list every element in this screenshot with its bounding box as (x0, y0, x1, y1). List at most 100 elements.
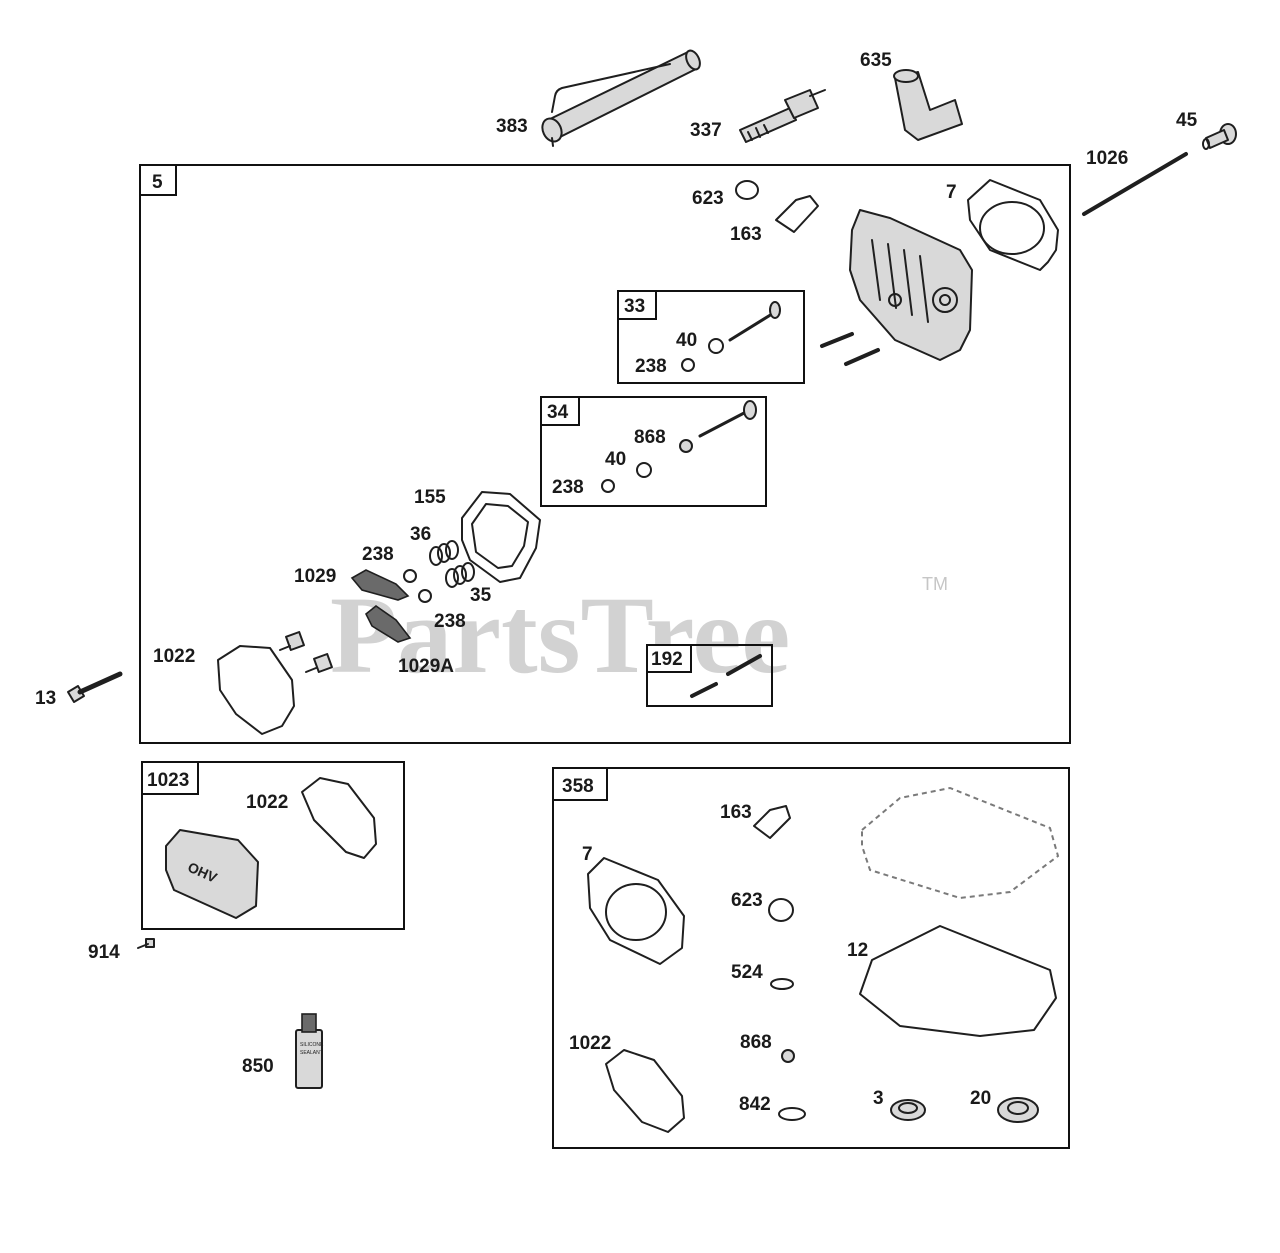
valve-cover-gasket-1023-part[interactable] (301, 777, 377, 859)
kit-seat-868-part[interactable] (781, 1049, 795, 1063)
part-623-label[interactable]: 623 (692, 188, 724, 209)
assembly-1023-label[interactable]: 1023 (147, 770, 189, 791)
kit-12-label[interactable]: 12 (847, 940, 868, 961)
assembly-33-tag (617, 290, 657, 320)
part-238b-label[interactable]: 238 (434, 611, 466, 632)
sealant-tube-part[interactable]: SILICONE SEALANT (295, 1013, 324, 1089)
kit-oil-seal-3-part[interactable] (890, 1099, 926, 1121)
head-bolt-part[interactable] (67, 671, 123, 703)
part-914-label[interactable]: 914 (88, 942, 120, 963)
assembly-5-frame (139, 164, 1071, 744)
rocker-stud-192-part[interactable] (690, 654, 762, 698)
part-1029-label[interactable]: 1029 (294, 566, 336, 587)
part-34-868-label[interactable]: 868 (634, 427, 666, 448)
part-383-label[interactable]: 383 (496, 116, 528, 137)
assembly-192-label[interactable]: 192 (651, 649, 683, 670)
spark-plug-boot-part[interactable] (893, 69, 963, 141)
kit-3-label[interactable]: 3 (873, 1088, 884, 1109)
part-850-label[interactable]: 850 (242, 1056, 274, 1077)
kit-842-label[interactable]: 842 (739, 1094, 771, 1115)
part-45-label[interactable]: 45 (1176, 110, 1198, 131)
cylinder-head-part[interactable] (849, 209, 973, 361)
assembly-192-frame (646, 644, 773, 707)
assembly-358-tag (552, 767, 608, 801)
part-34-238-label[interactable]: 238 (552, 477, 584, 498)
rocker-studs-part[interactable] (279, 631, 333, 673)
kit-intake-gasket-part[interactable] (753, 805, 791, 839)
screw-part[interactable] (137, 938, 155, 949)
kit-623-label[interactable]: 623 (731, 890, 763, 911)
assembly-33-label[interactable]: 33 (624, 296, 645, 317)
part-337-label[interactable]: 337 (690, 120, 722, 141)
push-rod-part[interactable] (1082, 152, 1188, 216)
part-36-label[interactable]: 36 (410, 524, 431, 545)
rocker-arm-part[interactable] (350, 569, 410, 601)
tube-text-2: SEALANT (300, 1050, 323, 1056)
dipstick-tube-part[interactable] (539, 48, 703, 147)
kit-oil-seal-20-part[interactable] (997, 1097, 1039, 1123)
exhaust-valve-part[interactable] (698, 400, 757, 438)
part-33-40-label[interactable]: 40 (676, 330, 697, 351)
kit-crankcase-gasket-part[interactable] (859, 925, 1057, 1037)
assembly-5-tag (139, 164, 177, 196)
valve-spring-36-part[interactable] (429, 540, 459, 566)
kit-524-label[interactable]: 524 (731, 962, 763, 983)
valve-keeper-34-part[interactable] (601, 479, 615, 493)
valve-keeper-33-part[interactable] (681, 358, 695, 372)
assembly-34-label[interactable]: 34 (547, 402, 569, 423)
part-13-label[interactable]: 13 (35, 688, 56, 709)
assembly-1023-frame (141, 761, 405, 930)
part-34-40-label[interactable]: 40 (605, 449, 626, 470)
assembly-358-frame (552, 767, 1070, 1149)
part-635-label[interactable]: 635 (860, 50, 892, 71)
head-bolts-part[interactable] (820, 332, 880, 366)
keeper-lower-part[interactable] (418, 589, 432, 603)
rocker-housing-part[interactable] (461, 491, 541, 583)
assembly-192-tag (646, 644, 692, 673)
kit-seal-842-part[interactable] (778, 1107, 806, 1121)
part-1022b-label[interactable]: 1022 (246, 792, 288, 813)
kit-1022-label[interactable]: 1022 (569, 1033, 611, 1054)
assembly-33-frame (617, 290, 805, 384)
assembly-1023-tag (141, 761, 199, 795)
part-238a-label[interactable]: 238 (362, 544, 394, 565)
part-1026-label[interactable]: 1026 (1086, 148, 1128, 169)
part-33-238-label[interactable]: 238 (635, 356, 667, 377)
valve-seal-34-part[interactable] (636, 462, 652, 478)
part-35-label[interactable]: 35 (470, 585, 492, 606)
assembly-34-frame (540, 396, 767, 507)
valve-cover-gasket-part[interactable] (217, 645, 295, 735)
part-163-label[interactable]: 163 (730, 224, 762, 245)
kit-crankcase-gasket-outline (861, 786, 1060, 900)
tappet-part[interactable] (1202, 123, 1237, 150)
keeper-upper-part[interactable] (403, 569, 417, 583)
intake-gasket-part[interactable] (775, 195, 819, 233)
head-gasket-part[interactable] (967, 179, 1059, 271)
kit-868-label[interactable]: 868 (740, 1032, 772, 1053)
kit-head-gasket-part[interactable] (587, 857, 685, 965)
part-1029a-label[interactable]: 1029A (398, 656, 454, 677)
kit-7-label[interactable]: 7 (582, 844, 593, 865)
kit-163-label[interactable]: 163 (720, 802, 752, 823)
o-ring-part[interactable] (735, 180, 759, 200)
kit-o-ring-part[interactable] (768, 898, 794, 922)
intake-valve-part[interactable] (728, 301, 781, 342)
kit-seal-524-part[interactable] (770, 978, 794, 990)
rocker-arm-a-part[interactable] (364, 605, 412, 643)
valve-spring-35-part[interactable] (445, 562, 475, 588)
kit-20-label[interactable]: 20 (970, 1088, 991, 1109)
part-7-label[interactable]: 7 (946, 182, 957, 203)
spark-plug-part[interactable] (739, 89, 826, 143)
assembly-5-label[interactable]: 5 (152, 172, 163, 193)
part-155-label[interactable]: 155 (414, 487, 446, 508)
valve-seat-34-part[interactable] (679, 439, 693, 453)
kit-cover-gasket-part[interactable] (605, 1049, 685, 1133)
assembly-34-tag (540, 396, 580, 426)
valve-cover-part[interactable]: OHV (165, 829, 259, 919)
assembly-358-label[interactable]: 358 (562, 776, 594, 797)
tube-text-1: SILICONE (300, 1042, 324, 1048)
part-1022-label[interactable]: 1022 (153, 646, 195, 667)
valve-seal-33-part[interactable] (708, 338, 724, 354)
